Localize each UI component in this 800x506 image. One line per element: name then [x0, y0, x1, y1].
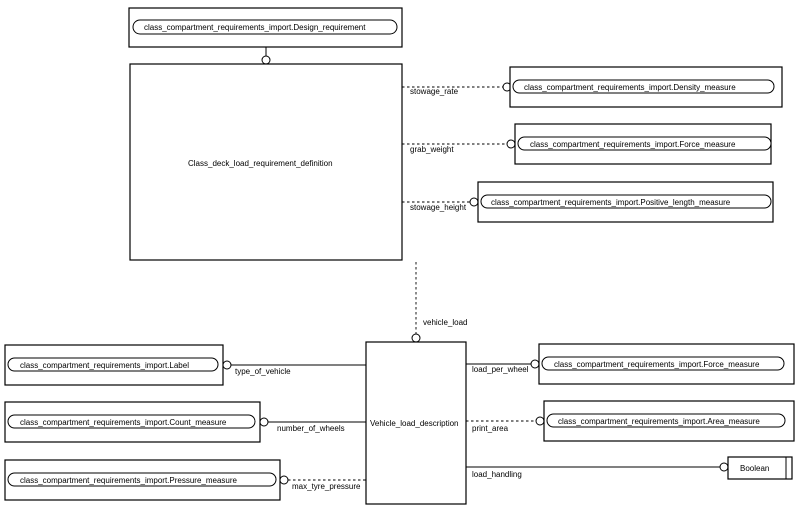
relation-number-of-wheels: number_of_wheels	[277, 424, 345, 433]
entity-force-measure-top[interactable]: class_compartment_requirements_import.Fo…	[514, 123, 772, 165]
link-vehicle-load-end	[411, 333, 421, 343]
entity-label-label: class_compartment_requirements_import.La…	[20, 361, 189, 370]
entity-label[interactable]: class_compartment_requirements_import.La…	[4, 344, 224, 386]
relation-stowage-rate: stowage_rate	[410, 87, 459, 96]
link-number-of-wheels-end	[259, 417, 269, 427]
relation-stowage-height: stowage_height	[410, 203, 467, 212]
entity-pressure-measure-label: class_compartment_requirements_import.Pr…	[20, 476, 238, 485]
entity-force-measure-right-label: class_compartment_requirements_import.Fo…	[554, 360, 760, 369]
entity-count-measure-label: class_compartment_requirements_import.Co…	[20, 418, 227, 427]
entity-count-measure[interactable]: class_compartment_requirements_import.Co…	[4, 401, 261, 443]
entity-pressure-measure[interactable]: class_compartment_requirements_import.Pr…	[4, 459, 281, 501]
relation-print-area: print_area	[472, 424, 509, 433]
entity-boolean[interactable]: Boolean	[727, 456, 793, 480]
link-print-area-end	[535, 416, 545, 426]
entity-design-requirement[interactable]: class_compartment_requirements_import.De…	[128, 7, 403, 48]
entity-vehicle-load-description[interactable]: Vehicle_load_description	[365, 341, 467, 505]
relation-load-handling: load_handling	[472, 470, 522, 479]
relation-type-of-vehicle: type_of_vehicle	[235, 367, 291, 376]
entity-density-measure[interactable]: class_compartment_requirements_import.De…	[509, 66, 783, 108]
link-stowage-height-end	[469, 197, 479, 207]
relation-vehicle-load: vehicle_load	[423, 318, 467, 327]
link-load-per-wheel-end	[530, 359, 540, 369]
entity-area-measure[interactable]: class_compartment_requirements_import.Ar…	[543, 400, 795, 442]
entity-positive-length-measure[interactable]: class_compartment_requirements_import.Po…	[477, 181, 774, 223]
link-type-of-vehicle-end	[222, 360, 232, 370]
relation-max-tyre-pressure: max_tyre_pressure	[292, 482, 361, 491]
link-grab-weight-end	[506, 139, 516, 149]
entity-force-measure-right[interactable]: class_compartment_requirements_import.Fo…	[538, 343, 795, 385]
link-design-requirement-end	[261, 55, 271, 65]
entity-deck-load-definition-label: Class_deck_load_requirement_definition	[188, 159, 333, 168]
entity-design-requirement-label: class_compartment_requirements_import.De…	[144, 23, 366, 32]
entity-deck-load-definition[interactable]: Class_deck_load_requirement_definition	[129, 63, 403, 261]
entity-boolean-label: Boolean	[740, 464, 769, 473]
link-max-tyre-pressure-end	[279, 475, 289, 485]
relation-grab-weight: grab_weight	[410, 145, 454, 154]
entity-vehicle-load-description-label: Vehicle_load_description	[370, 419, 459, 428]
entity-density-measure-label: class_compartment_requirements_import.De…	[524, 83, 736, 92]
entity-area-measure-label: class_compartment_requirements_import.Ar…	[558, 417, 760, 426]
entity-positive-length-measure-label: class_compartment_requirements_import.Po…	[491, 198, 731, 207]
link-load-handling-end	[719, 462, 729, 472]
entity-force-measure-top-label: class_compartment_requirements_import.Fo…	[530, 140, 736, 149]
relation-load-per-wheel: load_per_wheel	[472, 365, 529, 374]
